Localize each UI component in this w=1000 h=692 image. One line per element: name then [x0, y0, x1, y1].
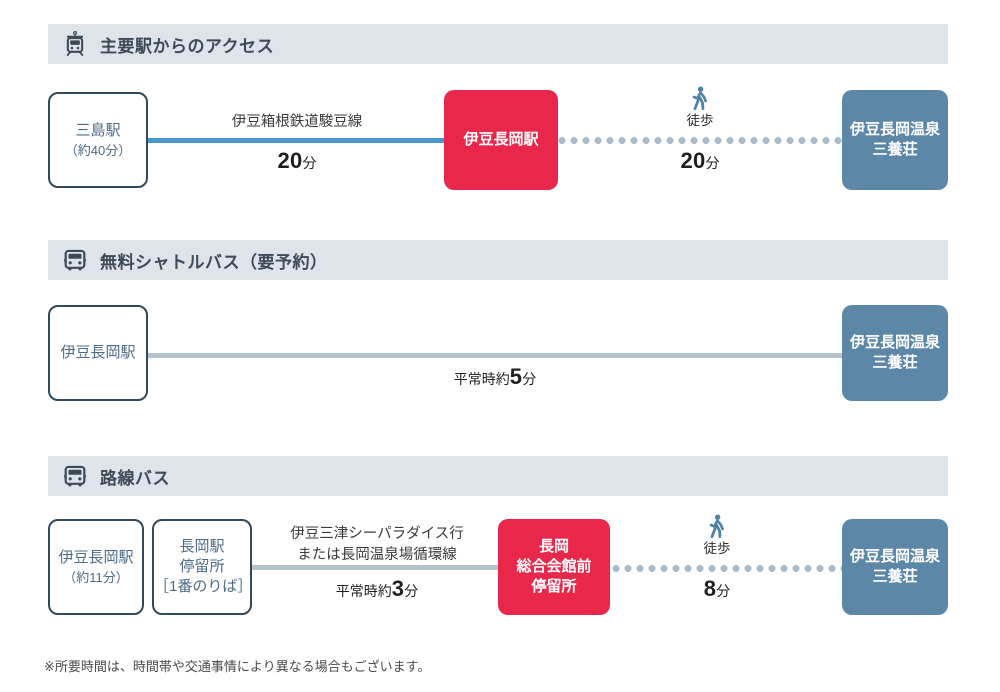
- connector-label-train: 伊豆箱根鉄道駿豆線: [156, 112, 438, 133]
- walk-group-1: 徒歩: [640, 86, 760, 129]
- duration-unit: 分: [716, 583, 731, 599]
- node-sublabel: （約40分）: [64, 142, 132, 158]
- walk-label: 徒歩: [686, 113, 714, 128]
- bus-icon: [64, 465, 86, 487]
- connector-label-bus: 伊豆三津シーパラダイス行 または長岡温泉場循環線: [262, 524, 492, 566]
- node-label-line1: 長岡: [538, 538, 569, 556]
- duration-unit: 分: [404, 583, 419, 599]
- node-label-line1: 伊豆長岡温泉: [849, 334, 940, 352]
- walking-person-icon: [692, 86, 707, 110]
- section-header-train: 主要駅からのアクセス: [48, 24, 948, 64]
- route-name: 伊豆箱根鉄道駿豆線: [231, 114, 363, 130]
- duration-prefix: 平常時約: [453, 371, 510, 387]
- connector-duration-shuttle: 平常時約5分: [345, 364, 645, 390]
- section-title: 主要駅からのアクセス: [100, 36, 275, 56]
- connector-bus-line: [252, 565, 500, 570]
- node-label: 伊豆長岡駅: [58, 549, 134, 567]
- duration-prefix: 平常時約: [335, 583, 392, 599]
- walk-group-2: 徒歩: [657, 514, 777, 557]
- node-label: 伊豆長岡駅: [463, 131, 539, 149]
- node-label-line2: 三養荘: [872, 568, 918, 585]
- node-label-line2: 停留所: [179, 558, 225, 576]
- footnote: ※所要時間は、時間帯や交通事情により異なる場合もございます。: [44, 659, 431, 674]
- node-sublabel: （約11分）: [63, 569, 129, 585]
- connector-duration-walk-2: 8分: [657, 576, 777, 602]
- node-sanyoso-3: 伊豆長岡温泉 三養荘: [842, 519, 948, 615]
- duration-number: 20: [277, 148, 303, 173]
- node-label-line3: ［1番のりば］: [154, 577, 253, 595]
- node-izunagaoka-station-shuttle: 伊豆長岡駅: [48, 305, 148, 401]
- connector-shuttle-line: [146, 353, 844, 358]
- connector-duration-train: 20分: [156, 148, 438, 174]
- node-label: 三島駅: [75, 122, 121, 140]
- node-label-line1: 伊豆長岡温泉: [849, 548, 940, 566]
- node-label-line2: 三養荘: [872, 354, 918, 371]
- node-sanyoso-1: 伊豆長岡温泉 三養荘: [842, 90, 948, 190]
- node-label-line1: 長岡駅: [179, 538, 225, 556]
- section-title: 無料シャトルバス（要予約）: [100, 252, 328, 272]
- section-header-shuttle: 無料シャトルバス（要予約）: [48, 240, 948, 280]
- duration-number: 20: [680, 148, 706, 173]
- duration-number: 8: [703, 576, 717, 601]
- node-mishima-station: 三島駅 （約40分）: [48, 92, 148, 188]
- duration-number: 5: [509, 364, 523, 389]
- duration-unit: 分: [522, 371, 537, 387]
- route-name-line1: 伊豆三津シーパラダイス行: [290, 526, 464, 542]
- node-nagaoka-station-stop: 長岡駅 停留所 ［1番のりば］: [152, 519, 252, 615]
- node-sanyoso-2: 伊豆長岡温泉 三養荘: [842, 305, 948, 401]
- connector-duration-bus: 平常時約3分: [262, 576, 492, 602]
- connector-walk-dotted-2: [610, 565, 844, 572]
- duration-unit: 分: [705, 155, 720, 171]
- node-nagaoka-sogokaikanmae-stop: 長岡 総合会館前 停留所: [498, 519, 610, 615]
- duration-unit: 分: [302, 155, 317, 171]
- section-header-route-bus: 路線バス: [48, 456, 948, 496]
- section-title: 路線バス: [100, 468, 170, 488]
- connector-walk-dotted: [556, 137, 844, 144]
- train-icon: [66, 31, 84, 56]
- node-izunagaoka-station: 伊豆長岡駅: [444, 90, 558, 190]
- connector-duration-walk-1: 20分: [640, 148, 760, 174]
- node-label-line1: 伊豆長岡温泉: [849, 121, 940, 139]
- connector-train-line: [146, 138, 446, 143]
- node-label-line2: 総合会館前: [516, 558, 592, 576]
- walking-person-icon: [709, 514, 724, 538]
- walk-label: 徒歩: [703, 541, 731, 556]
- node-label-line3: 停留所: [531, 577, 577, 595]
- node-label: 伊豆長岡駅: [60, 344, 136, 362]
- duration-number: 3: [391, 576, 405, 601]
- route-name-line2: または長岡温泉場循環線: [297, 547, 457, 564]
- bus-icon: [64, 249, 86, 271]
- node-label-line2: 三養荘: [872, 141, 918, 158]
- node-izunagaoka-station-bus: 伊豆長岡駅 （約11分）: [48, 519, 144, 615]
